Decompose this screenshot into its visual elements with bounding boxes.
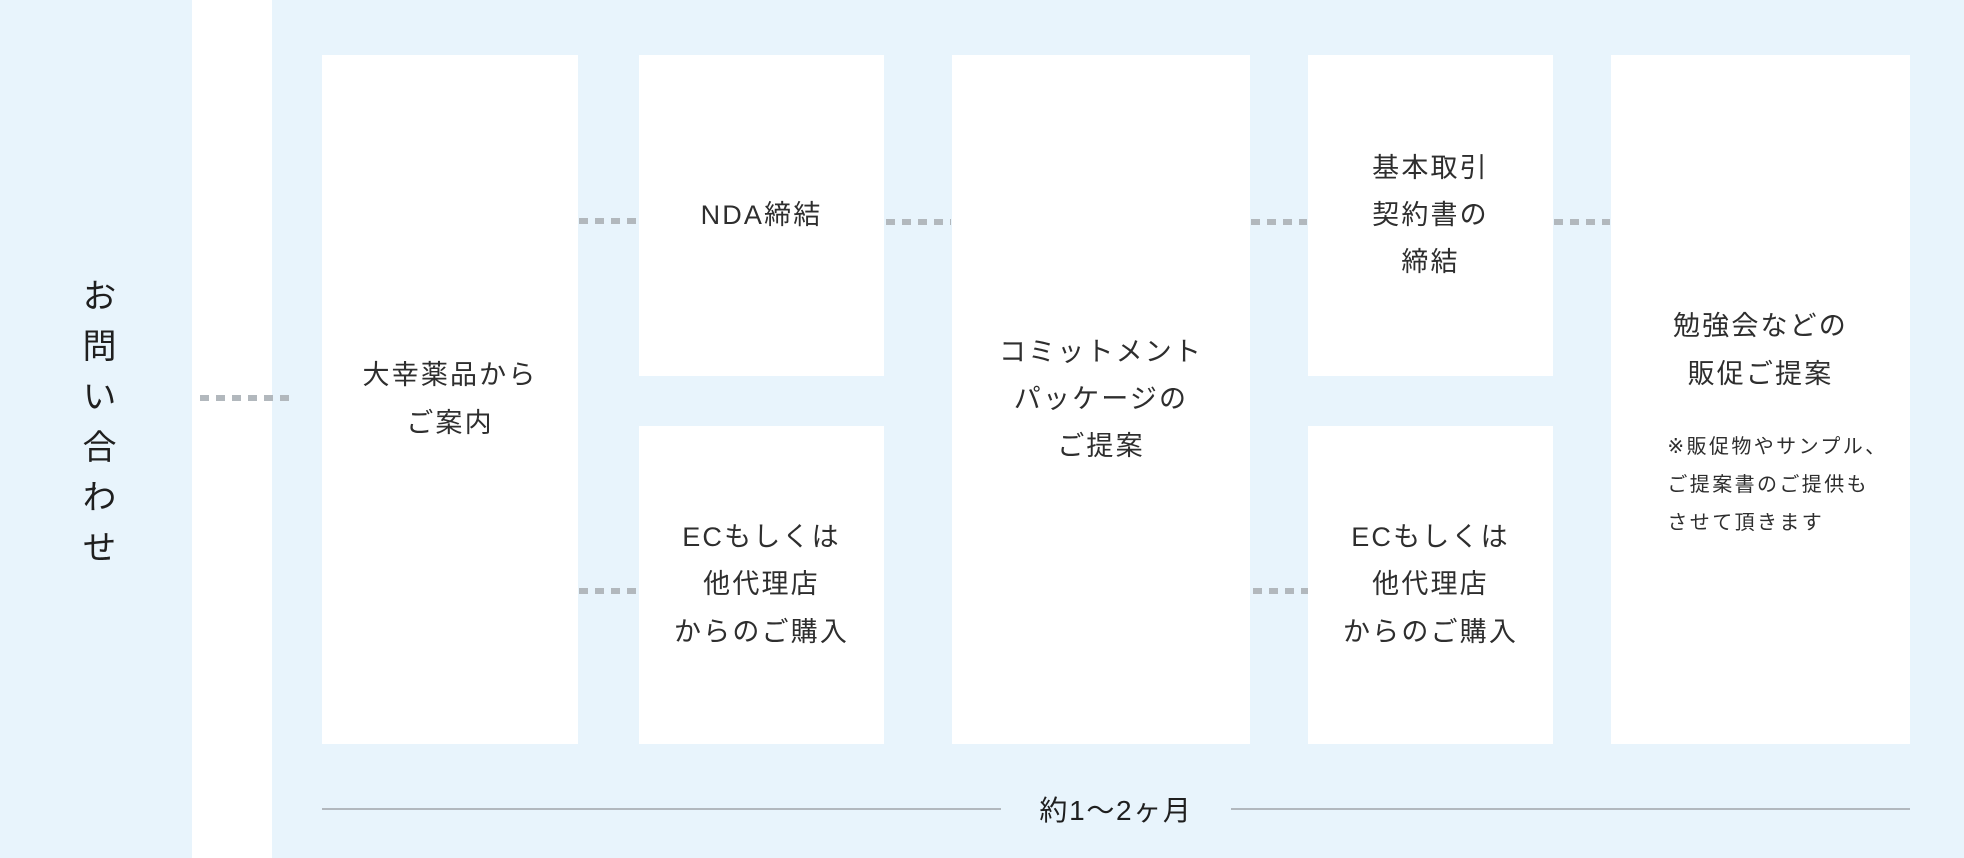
note-text: ご提案書のご提供も [1667,473,1870,496]
step-text: 基本取引 [1372,152,1489,183]
timeline-rule-left [322,808,1002,810]
step-text: 勉強会などの [1673,311,1848,342]
timeline-rule-right [1230,808,1911,810]
step-box-ec-purchase-2: ECもしくは 他代理店 からのご購入 [1308,426,1553,744]
step-text: 契約書の [1372,199,1489,230]
inquiry-label: お問い合わせ [77,278,115,580]
step-text: ECもしくは [682,522,841,553]
step-text: 販促ご提案 [1687,358,1834,389]
connector-step1-to-ec [579,588,638,594]
duration-timeline: 約1〜2ヶ月 [322,786,1911,832]
step-text: ECもしくは [1351,522,1510,553]
step-text: NDA締結 [700,199,823,230]
note-text: ※販促物やサンプル、 [1667,435,1888,458]
step-text: からのご購入 [1343,616,1518,647]
connector-inquiry-to-step1 [200,395,292,401]
step-box-content: 勉強会などの 販促ご提案 ※販促物やサンプル、 ご提案書のご提供も させて頂きま… [1633,303,1887,542]
step-text: からのご購入 [674,616,849,647]
promotion-note: ※販促物やサンプル、 ご提案書のご提供も させて頂きます [1633,428,1887,542]
left-white-divider [192,0,272,858]
step-box-study-promotion: 勉強会などの 販促ご提案 ※販促物やサンプル、 ご提案書のご提供も させて頂きま… [1611,55,1910,744]
step-text: 締結 [1401,247,1460,278]
step-box-commitment-package: コミットメント パッケージの ご提案 [952,55,1250,744]
step-text: 他代理店 [1372,569,1489,600]
step-text: 他代理店 [703,569,820,600]
step-box-basic-contract: 基本取引 契約書の 締結 [1308,55,1553,376]
step-text: ご提案 [1057,431,1145,462]
timeline-label: 約1〜2ヶ月 [1039,795,1193,826]
step-box-guidance: 大幸薬品から ご案内 [322,55,578,744]
inquiry-column: お問い合わせ [0,0,192,858]
step-text: ご案内 [406,407,494,438]
step-box-nda: NDA締結 [639,55,884,376]
connector-step1-to-nda [579,218,638,224]
step-text: パッケージの [1013,383,1189,414]
connector-contract-to-promotion [1554,219,1610,225]
connector-commitment-to-ec [1253,588,1308,594]
connector-nda-to-commitment [886,219,951,225]
step-text: コミットメント [998,336,1204,367]
step-box-ec-purchase-1: ECもしくは 他代理店 からのご購入 [639,426,884,744]
connector-commitment-to-contract [1251,219,1307,225]
note-text: させて頂きます [1667,511,1825,534]
step-text: 大幸薬品から [362,360,538,391]
